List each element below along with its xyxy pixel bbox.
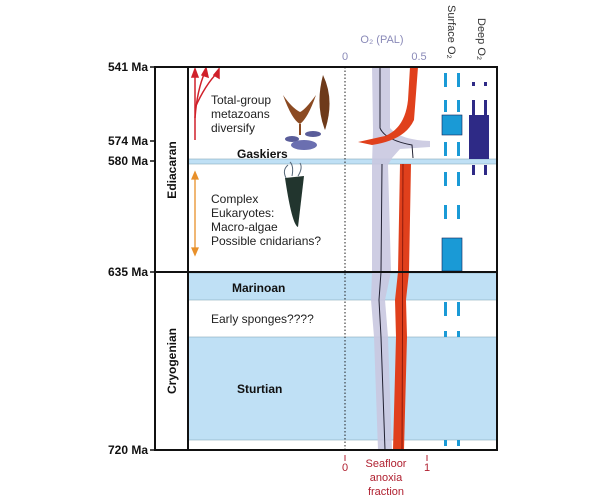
surface-o2-header: Surface O₂: [445, 5, 457, 59]
eukaryote-text: Possible cnidarians?: [211, 234, 321, 248]
metazoa-text: Total-group: [211, 93, 271, 107]
metazoa-text: metazoans: [211, 107, 270, 121]
period-cryogenian: Cryogenian: [165, 328, 179, 394]
eukaryote-text: Complex: [211, 192, 258, 206]
metazoa-text: diversify: [211, 121, 255, 135]
deep-o2-column: [469, 82, 489, 175]
anoxia-axis-title: fraction: [368, 486, 404, 498]
gaskiers-band: [187, 158, 498, 165]
eukaryote-range-arrow: [191, 170, 199, 257]
age-label: 574 Ma: [108, 134, 148, 148]
anoxia-axis-title: Seafloor: [366, 458, 407, 470]
marinoan-band: [187, 272, 498, 301]
anoxia-tick: 0: [342, 462, 348, 474]
frame: [150, 66, 498, 451]
sturtian-label: Sturtian: [237, 382, 282, 396]
o2-axis-title: O₂ (PAL): [360, 34, 403, 46]
o2-tick: 0.5: [411, 51, 426, 63]
age-label: 635 Ma: [108, 265, 148, 279]
gaskiers-label: Gaskiers: [237, 147, 288, 161]
age-label: 580 Ma: [108, 154, 148, 168]
age-label: 541 Ma: [108, 60, 148, 74]
deep-o2-header: Deep O₂: [475, 18, 487, 60]
anoxia-axis: [344, 455, 428, 461]
cnidarian-illustration: [283, 161, 304, 227]
surface-o2-column: [441, 73, 463, 446]
age-label: 720 Ma: [108, 443, 148, 457]
anoxia-curve: [358, 67, 418, 451]
sturtian-band: [187, 336, 498, 441]
period-ediacaran: Ediacaran: [165, 141, 179, 198]
o2-tick: 0: [342, 51, 348, 63]
anoxia-axis-title: anoxia: [370, 472, 403, 484]
metazoan-radiation-arrows: [190, 65, 220, 140]
anoxia-tick: 1: [424, 462, 430, 474]
sponges-text: Early sponges????: [211, 312, 314, 326]
eukaryote-text: Eukaryotes:: [211, 206, 274, 220]
eukaryote-text: Macro-algae: [211, 220, 278, 234]
marinoan-label: Marinoan: [232, 281, 285, 295]
ediacaran-fossil-illustration: [283, 75, 330, 150]
